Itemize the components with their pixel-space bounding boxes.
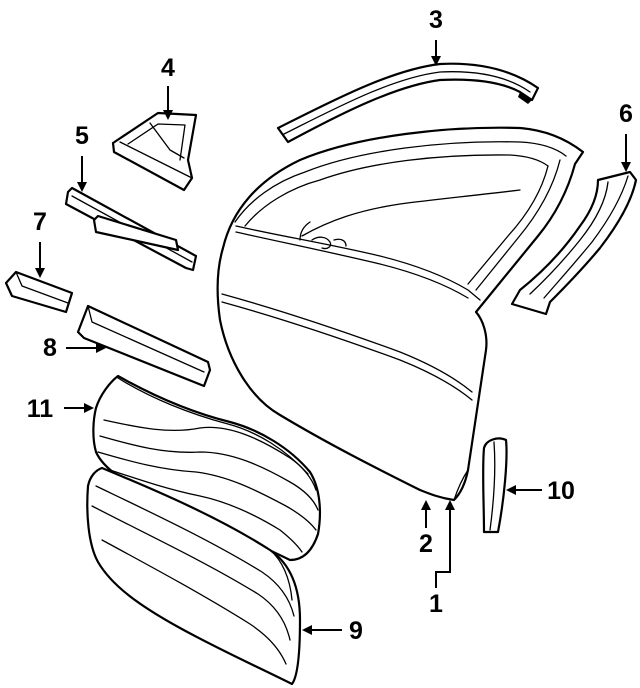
- part-5-belt-moulding: [64, 186, 198, 272]
- door-shell: [216, 126, 585, 502]
- callout-3: 3: [429, 6, 443, 34]
- callout-8: 8: [43, 334, 57, 362]
- callout-9: 9: [349, 617, 363, 645]
- part-4-window-corner-trim: [111, 111, 198, 192]
- callout-2: 2: [419, 530, 433, 558]
- leader-1: [435, 500, 455, 588]
- part-6-pillar-moulding: [510, 170, 638, 316]
- callout-6: 6: [619, 100, 633, 128]
- callout-4: 4: [161, 54, 175, 82]
- part-3-roof-rail-moulding: [276, 62, 540, 144]
- callout-10: 10: [547, 477, 575, 505]
- callout-7: 7: [33, 208, 47, 236]
- callout-11: 11: [27, 395, 54, 423]
- part-8-side-moulding: [76, 304, 212, 388]
- part-9-lower-panel: [86, 466, 302, 686]
- part-10-strip: [482, 437, 508, 534]
- callout-5: 5: [75, 122, 89, 150]
- part-7-front-moulding: [4, 270, 74, 314]
- callout-1: 1: [429, 590, 443, 618]
- leader-lines: [35, 40, 631, 635]
- callout-labels: 1 2 3 4 5 6 7 8 9 10 11: [27, 6, 633, 645]
